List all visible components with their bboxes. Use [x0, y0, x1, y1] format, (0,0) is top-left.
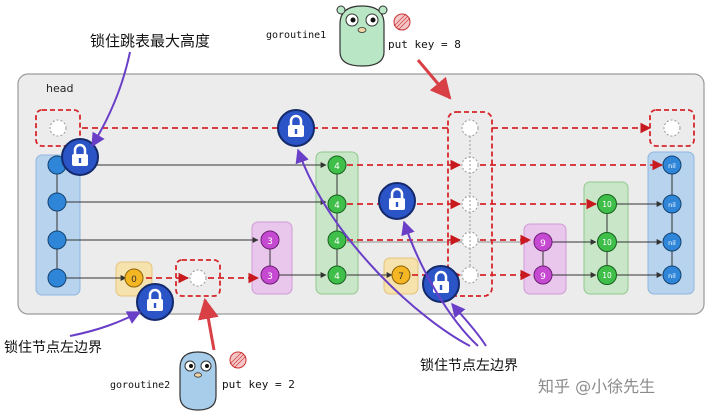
head-node-l2: [47, 192, 67, 212]
nil-node-l4: [662, 265, 682, 285]
lock-icon: [276, 108, 316, 148]
svg-text:9: 9: [540, 272, 546, 282]
annotation-top-left: 锁住跳表最大高度: [90, 32, 210, 50]
node-9-l4: [533, 265, 553, 285]
nil-column-bg: [647, 151, 695, 295]
node-0: [124, 268, 144, 288]
lock-icon: [135, 282, 175, 322]
head-node-l4: [47, 268, 67, 288]
svg-text:4: 4: [334, 272, 340, 282]
watermark: 知乎 @小徐先生: [538, 377, 655, 396]
svg-text:3: 3: [267, 237, 273, 247]
gopher-1-icon: [336, 5, 388, 67]
goroutine2-name: goroutine2: [110, 380, 170, 391]
head-label: head: [46, 82, 73, 95]
node-4-l2: [327, 194, 347, 214]
node-10-l4: [597, 265, 617, 285]
node-10-l3: [597, 232, 617, 252]
svg-text:0: 0: [131, 275, 137, 285]
node-10-l2: [597, 194, 617, 214]
lock-icon: [377, 181, 417, 221]
svg-text:10: 10: [602, 271, 612, 280]
head-node-l3: [47, 230, 67, 250]
svg-text:nil: nil: [668, 272, 676, 280]
svg-text:4: 4: [334, 237, 340, 247]
svg-text:3: 3: [267, 272, 273, 282]
svg-text:10: 10: [602, 238, 612, 247]
node-3-l4: [260, 265, 280, 285]
node-4-l1: [327, 155, 347, 175]
svg-text:7: 7: [398, 272, 404, 282]
node-7: [391, 265, 411, 285]
annotation-bottom-right: 锁住节点左边界: [420, 358, 518, 374]
lock-icon: [421, 264, 461, 304]
gopher-2-icon: [179, 351, 217, 411]
node-3-l3: [260, 230, 280, 250]
nil-node-l2: [662, 194, 682, 214]
svg-text:nil: nil: [668, 201, 676, 209]
new-head-level-box: [35, 109, 81, 147]
svg-text:4: 4: [334, 201, 340, 211]
nil-node-l1: [662, 155, 682, 175]
annotation-bottom-left: 锁住节点左边界: [4, 340, 102, 356]
svg-text:4: 4: [334, 162, 340, 172]
goroutine1-name: goroutine1: [266, 30, 326, 41]
nil-top-box: [649, 109, 695, 147]
node-4-l4: [327, 265, 347, 285]
svg-text:nil: nil: [668, 239, 676, 247]
svg-text:9: 9: [540, 239, 546, 249]
svg-text:nil: nil: [668, 162, 676, 170]
head-column-bg: [35, 154, 81, 296]
svg-text:10: 10: [602, 200, 612, 209]
new-node-2-box: [175, 259, 221, 297]
node-4-l3: [327, 230, 347, 250]
goroutine1-op: put key = 8: [388, 38, 461, 51]
node-9-l3: [533, 232, 553, 252]
goroutine2-op: put key = 2: [222, 378, 295, 391]
nil-node-l3: [662, 232, 682, 252]
